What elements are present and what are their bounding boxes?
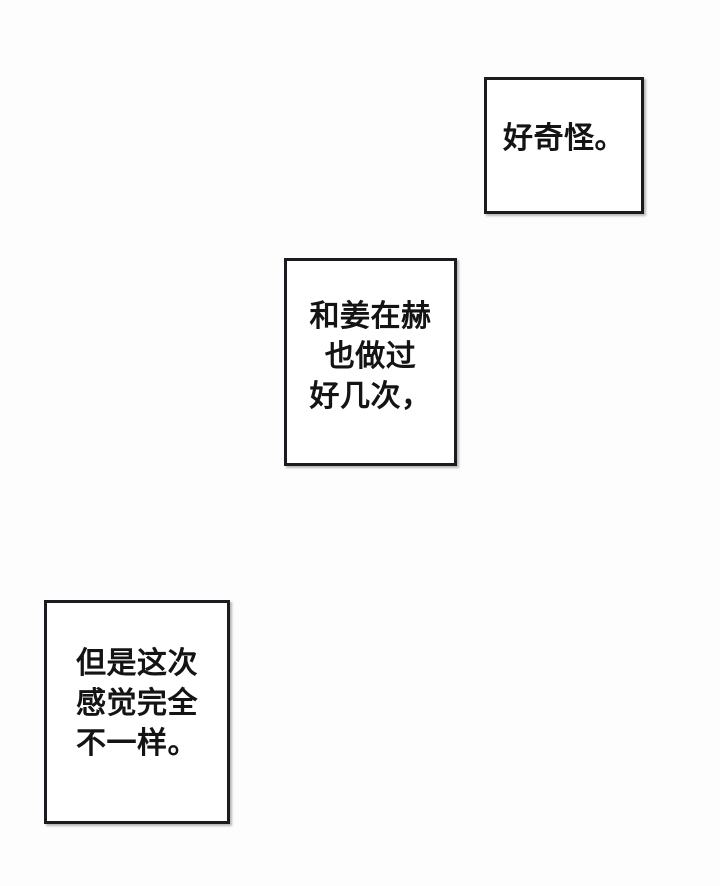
speech-box-2-text: 和姜在赫 也做过 好几次， [309,300,432,413]
speech-box-3-text: 但是这次 感觉完全 不一样。 [76,647,198,760]
speech-box-2: 和姜在赫 也做过 好几次， [284,258,457,466]
speech-box-3: 但是这次 感觉完全 不一样。 [44,600,230,824]
speech-box-1: 好奇怪。 [484,77,644,214]
speech-box-1-text: 好奇怪。 [503,121,625,155]
